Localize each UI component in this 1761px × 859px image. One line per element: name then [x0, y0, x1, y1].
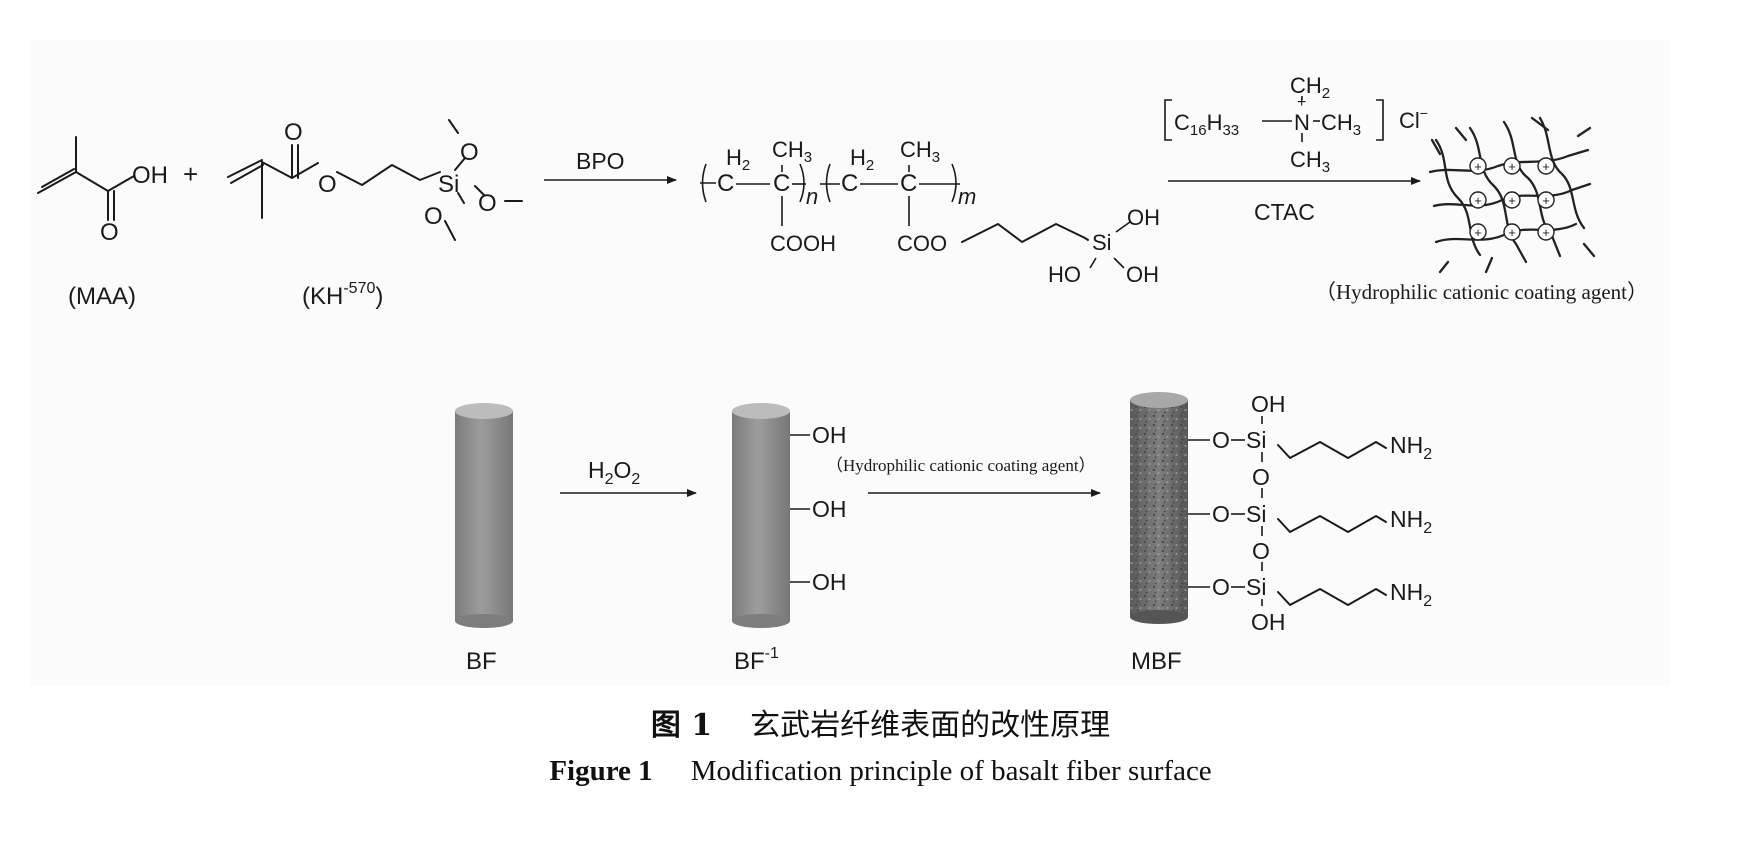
svg-text:+: +: [1474, 193, 1482, 208]
bpo-label: BPO: [576, 148, 625, 174]
svg-text:+: +: [1508, 193, 1516, 208]
svg-text:+: +: [1508, 159, 1516, 174]
polymer-c2: C: [773, 170, 790, 197]
mbf-o-bridge-2: O: [1252, 538, 1270, 564]
coating-reagent-label: （Hydrophilic cationic coating agent）: [826, 456, 1096, 475]
ctac-n: N: [1294, 110, 1310, 135]
caption-cn-number: 图 1: [650, 708, 713, 743]
ctac-label: CTAC: [1254, 199, 1315, 225]
maa-oh: OH: [132, 162, 168, 189]
maa-structure: OH O (MAA): [37, 136, 168, 310]
mbf-o-1: O: [1212, 427, 1230, 453]
bf1-oh-1: OH: [812, 422, 847, 448]
arrow-ctac: CTAC: [1168, 177, 1421, 225]
mbf-oh-top: OH: [1251, 391, 1286, 417]
bf-label: BF: [466, 648, 497, 675]
polymer-si: Si: [1092, 230, 1112, 255]
bf-fiber: [455, 403, 513, 628]
arrow-bpo: BPO: [544, 148, 677, 184]
polymer-c3: C: [841, 170, 858, 197]
caption-en-text: Modification principle of basalt fiber s…: [690, 755, 1212, 787]
polymer-si-ho: HO: [1048, 262, 1081, 287]
kh570-si: Si: [438, 171, 459, 198]
polymer-c1: C: [717, 170, 734, 197]
caption-en-number: Figure 1: [549, 755, 653, 787]
bf1-label: BF-1: [734, 645, 779, 675]
caption-english: Figure 1 Modification principle of basalt…: [0, 755, 1761, 788]
mbf-fiber: [1130, 392, 1188, 624]
polymer-si-oh2: OH: [1126, 262, 1159, 287]
mbf-surface-groups: O O O Si Si Si OH O O OH NH2 NH2 NH2: [1188, 391, 1432, 635]
maa-carbonyl-o: O: [100, 219, 119, 246]
caption-cn-text: 玄武岩纤维表面的改性原理: [750, 708, 1111, 743]
kh570-carbonyl-o: O: [284, 119, 303, 146]
polymer-cooh: COOH: [770, 231, 836, 256]
caption-chinese: 图 1 玄武岩纤维表面的改性原理: [0, 700, 1761, 744]
bf1-oh-3: OH: [812, 569, 847, 595]
ctac-n-plus: +: [1297, 94, 1306, 111]
svg-text:+: +: [1474, 159, 1482, 174]
mbf-oh-bottom: OH: [1251, 609, 1286, 635]
mbf-o-2: O: [1212, 501, 1230, 527]
product-label: （Hydrophilic cationic coating agent）: [1315, 280, 1648, 304]
kh570-structure: O O Si O O O (KH-570): [227, 119, 523, 310]
mbf-si-1: Si: [1246, 427, 1266, 453]
cationic-charges: + + + + + + + + +: [1469, 157, 1555, 241]
svg-text:+: +: [1508, 225, 1516, 240]
mbf-si-3: Si: [1246, 574, 1266, 600]
kh570-o-bottom: O: [424, 203, 443, 230]
bf1-oh-2: OH: [812, 496, 847, 522]
figure-panel: [30, 40, 1670, 685]
bf1-fiber: OH OH OH: [732, 403, 847, 628]
kh570-o-right: O: [478, 190, 497, 217]
polymer-h2-2: H2: [850, 145, 874, 174]
ctac-reagent: C16H33 N + CH2 CH3 CH3 Cl−: [1164, 73, 1428, 176]
polymer-coo: COO: [897, 231, 947, 256]
polymer-si-oh1: OH: [1127, 205, 1160, 230]
svg-text:+: +: [1542, 159, 1550, 174]
svg-text:+: +: [1542, 225, 1550, 240]
mbf-o-3: O: [1212, 574, 1230, 600]
arrow-coating: （Hydrophilic cationic coating agent）: [826, 456, 1101, 497]
mbf-si-2: Si: [1246, 501, 1266, 527]
plus-sign: +: [183, 159, 198, 189]
ctac-c16h33: C16H33: [1174, 110, 1239, 139]
polymer-c4: C: [900, 170, 917, 197]
maa-label: (MAA): [68, 283, 136, 310]
polymer-structure: C H2 C CH3 COOH n C H2 C CH3 m COO Si OH…: [700, 137, 1160, 287]
polymer-m: m: [958, 184, 976, 209]
mbf-label: MBF: [1131, 648, 1182, 675]
ctac-cl: Cl−: [1399, 105, 1428, 133]
mbf-o-bridge-1: O: [1252, 464, 1270, 490]
kh570-ester-o: O: [318, 171, 337, 198]
polymer-n: n: [806, 184, 818, 209]
kh570-o-top: O: [460, 139, 479, 166]
svg-text:+: +: [1474, 225, 1482, 240]
kh570-label: (KH-570): [302, 280, 383, 310]
svg-text:+: +: [1542, 193, 1550, 208]
